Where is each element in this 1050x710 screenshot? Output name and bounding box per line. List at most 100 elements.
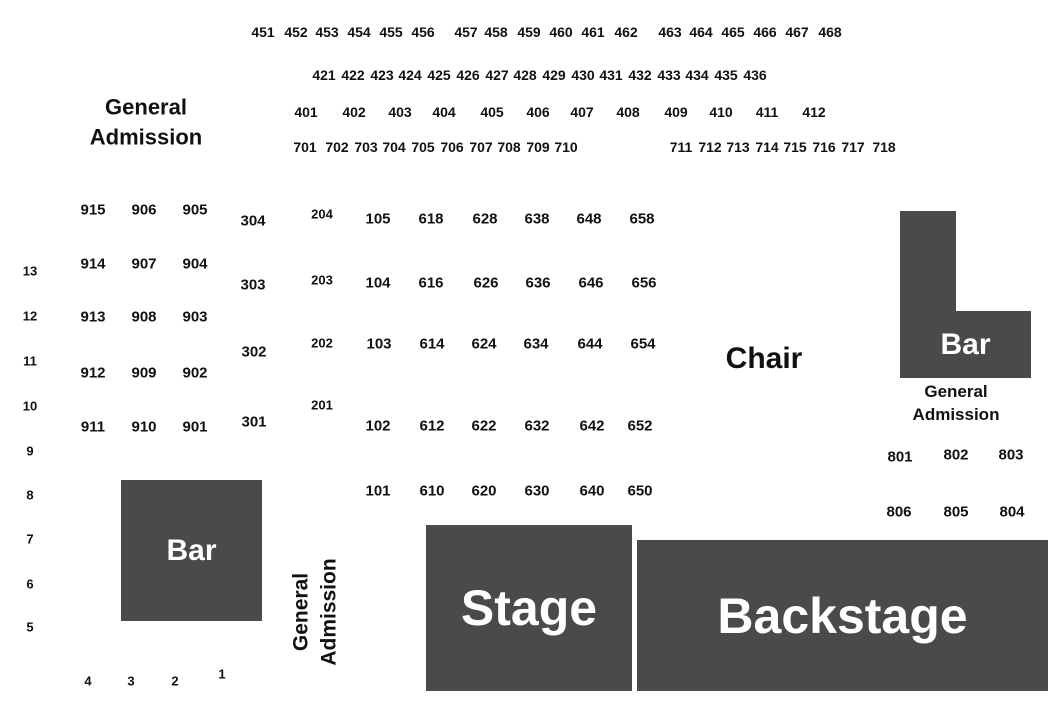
- seat-465[interactable]: 465: [721, 24, 745, 40]
- seat-648[interactable]: 648: [576, 210, 602, 228]
- seat-6[interactable]: 6: [26, 576, 34, 592]
- seat-467[interactable]: 467: [785, 24, 809, 40]
- seat-424[interactable]: 424: [398, 67, 422, 83]
- seat-902[interactable]: 902: [182, 364, 208, 382]
- seat-803[interactable]: 803: [998, 446, 1024, 464]
- seat-646[interactable]: 646: [578, 274, 604, 292]
- seat-302[interactable]: 302: [241, 343, 267, 361]
- seat-8[interactable]: 8: [26, 487, 34, 503]
- seat-909[interactable]: 909: [131, 364, 157, 382]
- seat-425[interactable]: 425: [427, 67, 451, 83]
- seat-410[interactable]: 410: [709, 104, 733, 120]
- seat-453[interactable]: 453: [315, 24, 339, 40]
- seat-702[interactable]: 702: [325, 139, 349, 155]
- seat-618[interactable]: 618: [418, 210, 444, 228]
- seat-464[interactable]: 464: [689, 24, 713, 40]
- seat-401[interactable]: 401: [294, 104, 318, 120]
- seat-203[interactable]: 203: [311, 272, 333, 288]
- seat-711[interactable]: 711: [669, 139, 693, 155]
- seat-301[interactable]: 301: [241, 413, 267, 431]
- seat-913[interactable]: 913: [80, 308, 106, 326]
- seat-436[interactable]: 436: [743, 67, 767, 83]
- seat-901[interactable]: 901: [182, 418, 208, 436]
- seat-620[interactable]: 620: [471, 482, 497, 500]
- seat-1[interactable]: 1: [218, 666, 226, 682]
- seat-454[interactable]: 454: [347, 24, 371, 40]
- seat-435[interactable]: 435: [714, 67, 738, 83]
- seat-432[interactable]: 432: [628, 67, 652, 83]
- seat-612[interactable]: 612: [419, 417, 445, 435]
- seat-460[interactable]: 460: [549, 24, 573, 40]
- seat-104[interactable]: 104: [365, 274, 391, 292]
- seat-650[interactable]: 650: [627, 482, 653, 500]
- seat-3[interactable]: 3: [127, 673, 135, 689]
- seat-406[interactable]: 406: [526, 104, 550, 120]
- seat-638[interactable]: 638: [524, 210, 550, 228]
- seat-706[interactable]: 706: [440, 139, 464, 155]
- seat-411[interactable]: 411: [755, 104, 779, 120]
- seat-904[interactable]: 904: [182, 255, 208, 273]
- seat-461[interactable]: 461: [581, 24, 605, 40]
- seat-654[interactable]: 654: [630, 335, 656, 353]
- seat-423[interactable]: 423: [370, 67, 394, 83]
- seat-13[interactable]: 13: [22, 263, 38, 279]
- seat-806[interactable]: 806: [886, 503, 912, 521]
- seat-426[interactable]: 426: [456, 67, 480, 83]
- seat-718[interactable]: 718: [872, 139, 896, 155]
- seat-427[interactable]: 427: [485, 67, 509, 83]
- seat-422[interactable]: 422: [341, 67, 365, 83]
- seat-402[interactable]: 402: [342, 104, 366, 120]
- seat-914[interactable]: 914: [80, 255, 106, 273]
- seat-10[interactable]: 10: [22, 398, 38, 414]
- seat-910[interactable]: 910: [131, 418, 157, 436]
- seat-624[interactable]: 624: [471, 335, 497, 353]
- seat-459[interactable]: 459: [517, 24, 541, 40]
- seat-452[interactable]: 452: [284, 24, 308, 40]
- seat-658[interactable]: 658: [629, 210, 655, 228]
- seat-4[interactable]: 4: [84, 673, 92, 689]
- seat-407[interactable]: 407: [570, 104, 594, 120]
- seat-103[interactable]: 103: [366, 335, 392, 353]
- seat-204[interactable]: 204: [311, 206, 333, 222]
- seat-421[interactable]: 421: [312, 67, 336, 83]
- seat-656[interactable]: 656: [631, 274, 657, 292]
- seat-906[interactable]: 906: [131, 201, 157, 219]
- seat-468[interactable]: 468: [818, 24, 842, 40]
- seat-433[interactable]: 433: [657, 67, 681, 83]
- seat-466[interactable]: 466: [753, 24, 777, 40]
- seat-614[interactable]: 614: [419, 335, 445, 353]
- seat-105[interactable]: 105: [365, 210, 391, 228]
- seat-626[interactable]: 626: [473, 274, 499, 292]
- seat-915[interactable]: 915: [80, 201, 106, 219]
- seat-705[interactable]: 705: [411, 139, 435, 155]
- seat-640[interactable]: 640: [579, 482, 605, 500]
- seat-404[interactable]: 404: [432, 104, 456, 120]
- seat-710[interactable]: 710: [554, 139, 578, 155]
- seat-11[interactable]: 11: [23, 353, 37, 369]
- seat-622[interactable]: 622: [471, 417, 497, 435]
- seat-451[interactable]: 451: [251, 24, 275, 40]
- seat-7[interactable]: 7: [26, 531, 34, 547]
- seat-805[interactable]: 805: [943, 503, 969, 521]
- seat-907[interactable]: 907: [131, 255, 157, 273]
- seat-701[interactable]: 701: [293, 139, 317, 155]
- seat-652[interactable]: 652: [627, 417, 653, 435]
- seat-903[interactable]: 903: [182, 308, 208, 326]
- seat-802[interactable]: 802: [943, 446, 969, 464]
- seat-101[interactable]: 101: [365, 482, 391, 500]
- seat-703[interactable]: 703: [354, 139, 378, 155]
- seat-431[interactable]: 431: [599, 67, 623, 83]
- seat-201[interactable]: 201: [311, 397, 333, 413]
- seat-405[interactable]: 405: [480, 104, 504, 120]
- seat-463[interactable]: 463: [658, 24, 682, 40]
- seat-409[interactable]: 409: [664, 104, 688, 120]
- seat-610[interactable]: 610: [419, 482, 445, 500]
- seat-457[interactable]: 457: [454, 24, 478, 40]
- seat-429[interactable]: 429: [542, 67, 566, 83]
- seat-709[interactable]: 709: [526, 139, 550, 155]
- seat-456[interactable]: 456: [411, 24, 435, 40]
- seat-636[interactable]: 636: [525, 274, 551, 292]
- seat-801[interactable]: 801: [887, 448, 913, 466]
- seat-455[interactable]: 455: [379, 24, 403, 40]
- seat-2[interactable]: 2: [171, 673, 179, 689]
